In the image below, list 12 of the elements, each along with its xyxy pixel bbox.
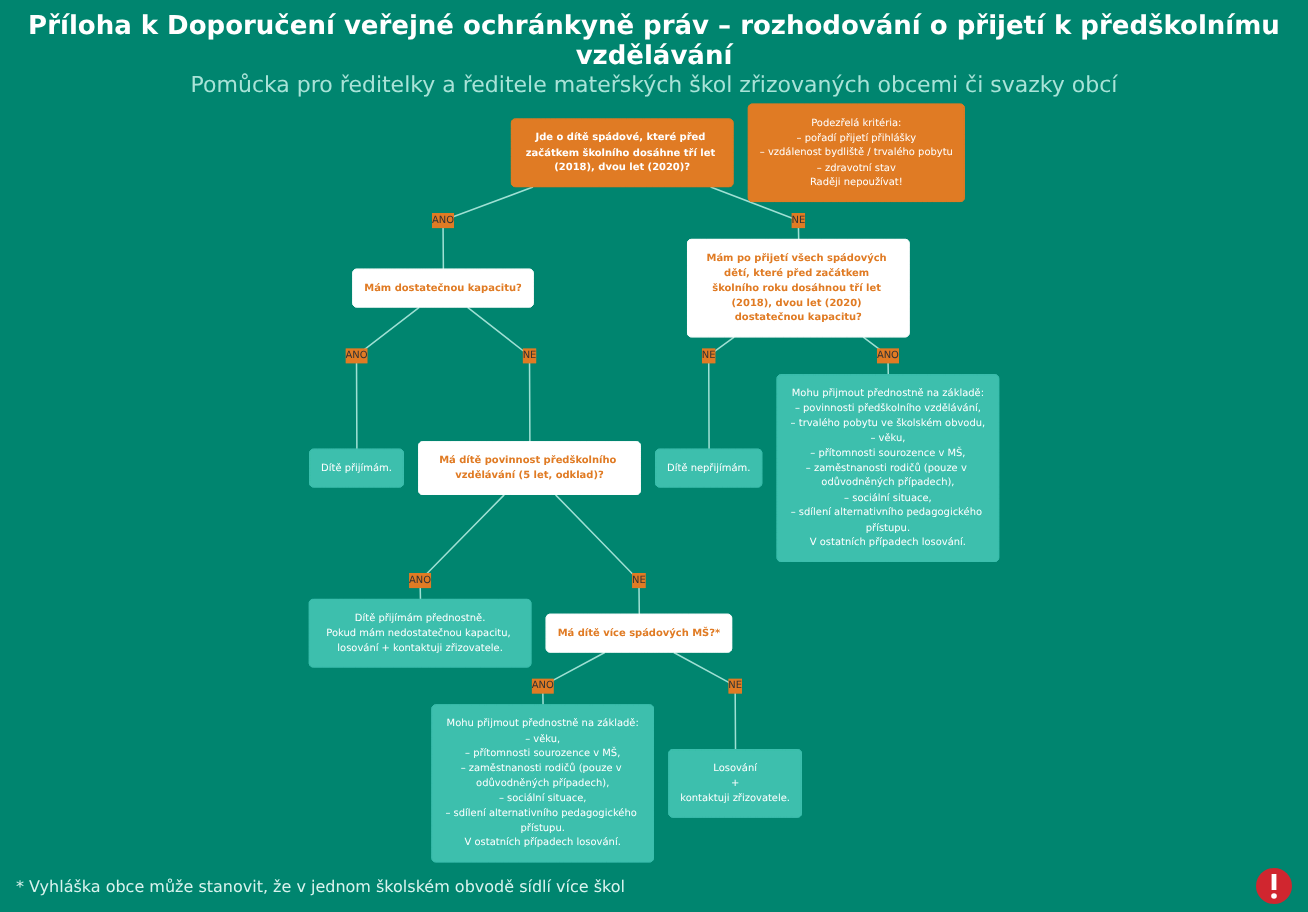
footnote: * Vyhláška obce může stanovit, že v jednom školském obvodě sídlí více škol [16, 877, 625, 895]
connector [709, 186, 800, 241]
connector [673, 651, 737, 751]
title: Příloha k Doporučení veřejné ochránkyně práv – rozhodování o přijetí k předškolnímu vzdělávání [26, 12, 1282, 72]
connector [442, 186, 534, 271]
subtitle: Pomůcka pro ředitelky a ředitele mateřských škol zřizovaných obcemi či svazky obcí [188, 72, 1120, 98]
connector [355, 306, 420, 451]
connector [419, 494, 505, 601]
connector [707, 336, 735, 451]
connector [466, 306, 531, 443]
connector [554, 494, 641, 616]
connector [541, 651, 606, 706]
